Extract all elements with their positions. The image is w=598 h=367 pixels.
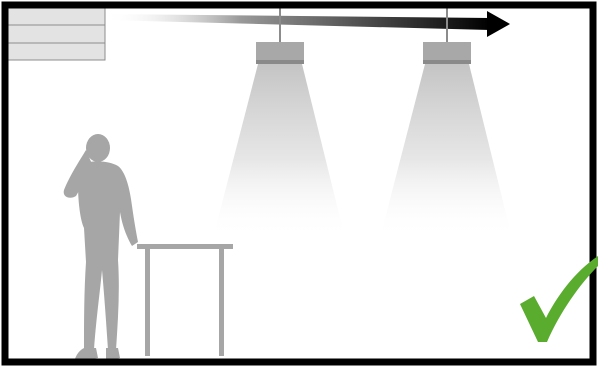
air-supply-vent [8,8,105,60]
